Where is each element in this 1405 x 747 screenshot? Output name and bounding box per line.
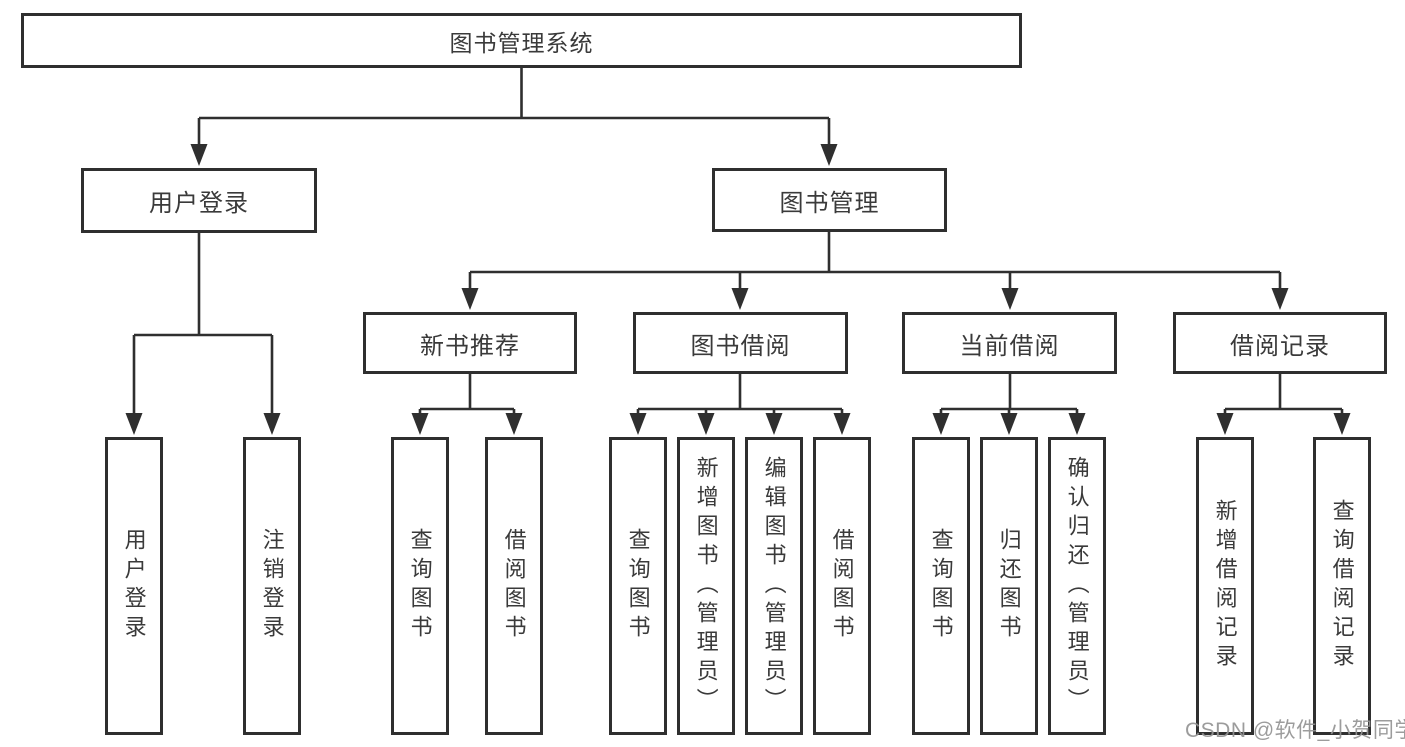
node-label: 新书推荐 — [420, 332, 520, 360]
node-label: 借阅记录 — [1230, 332, 1330, 360]
leaf-logout: 注销登录 — [243, 437, 301, 735]
connector-lines — [132, 66, 1344, 415]
node-label: 确认归还（管理员） — [1064, 455, 1090, 717]
node-borrowing-records: 借阅记录 — [1173, 312, 1387, 374]
leaf-edit-books-admin: 编辑图书（管理员） — [745, 437, 803, 735]
leaf-add-books-admin: 新增图书（管理员） — [677, 437, 735, 735]
node-label: 查询图书 — [407, 528, 433, 644]
leaf-borrow-books-recommend: 借阅图书 — [485, 437, 543, 735]
node-label: 新增图书（管理员） — [693, 455, 719, 717]
leaf-return-books: 归还图书 — [980, 437, 1038, 735]
node-label: 图书管理 — [779, 189, 880, 217]
leaf-query-books-borrow: 查询图书 — [609, 437, 667, 735]
connector-arrowheads — [125, 144, 1351, 435]
node-book-management: 图书管理 — [712, 168, 947, 232]
leaf-borrow-books: 借阅图书 — [813, 437, 871, 735]
leaf-user-login: 用户登录 — [105, 437, 163, 735]
node-label: 用户登录 — [149, 190, 249, 217]
leaf-add-borrow-record: 新增借阅记录 — [1196, 437, 1254, 735]
leaf-query-books-recommend: 查询图书 — [391, 437, 449, 735]
node-book-borrowing: 图书借阅 — [633, 312, 848, 374]
node-label: 借阅图书 — [829, 528, 855, 644]
node-current-borrowing: 当前借阅 — [902, 312, 1117, 374]
node-label: 查询借阅记录 — [1329, 499, 1355, 673]
node-label: 借阅图书 — [501, 528, 527, 644]
node-label: 新增借阅记录 — [1212, 499, 1238, 673]
node-label: 编辑图书（管理员） — [761, 455, 787, 717]
leaf-query-borrow-record: 查询借阅记录 — [1313, 437, 1371, 735]
leaf-confirm-return-admin: 确认归还（管理员） — [1048, 437, 1106, 735]
leaf-query-books-current: 查询图书 — [912, 437, 970, 735]
node-new-book-recommendation: 新书推荐 — [363, 312, 577, 374]
node-label: 归还图书 — [996, 528, 1022, 644]
node-label: 注销登录 — [259, 528, 285, 644]
node-label: 用户登录 — [121, 528, 147, 644]
node-label: 查询图书 — [928, 528, 954, 644]
csdn-watermark: CSDN @软件_小贺同学 — [1185, 719, 1405, 742]
node-label: 查询图书 — [625, 528, 651, 644]
node-label: 当前借阅 — [959, 332, 1060, 360]
node-label: 图书借阅 — [690, 332, 791, 360]
node-library-management-system: 图书管理系统 — [21, 13, 1022, 68]
node-user-login: 用户登录 — [81, 168, 317, 233]
node-label: 图书管理系统 — [449, 29, 594, 56]
